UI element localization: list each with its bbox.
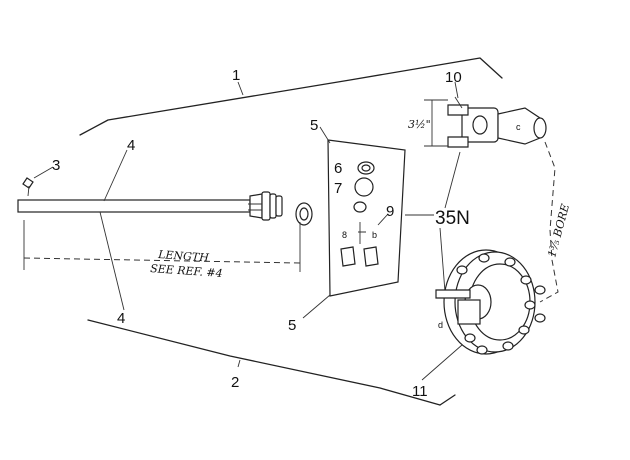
callout-9: 9 [386, 203, 394, 220]
callout-7: 7 [334, 180, 342, 197]
dim-height-label: 3½" [408, 118, 431, 131]
card-letter-b: b [372, 230, 377, 240]
set-screw-part-3 [22, 177, 34, 197]
group-line-2 [87, 319, 441, 406]
hardware-kit-card-part-5 [327, 139, 406, 297]
arrow-35n-up [444, 151, 461, 209]
callout-6: 6 [334, 160, 342, 177]
leader-1 [237, 81, 244, 96]
yoke-letter-c: c [516, 122, 521, 132]
leader-11 [421, 344, 463, 381]
callout-4-upper: 4 [127, 137, 135, 154]
callout-5-lower: 5 [288, 317, 296, 334]
leader-5a [319, 126, 331, 144]
leader-4a [103, 149, 128, 202]
callout-2: 2 [231, 374, 239, 391]
callout-4-lower: 4 [117, 310, 125, 327]
bore-annotation: 1⅗ BORE [545, 202, 572, 258]
group-line-1 [79, 57, 503, 136]
leader-10 [454, 81, 459, 99]
length-dimension-line [23, 257, 301, 264]
bore-connector [539, 141, 559, 303]
leader-4b [99, 211, 125, 311]
callout-1: 1 [232, 67, 240, 84]
length-annotation: LENGTH [157, 248, 210, 265]
universal-joint-part-10 [447, 96, 547, 148]
leader-2 [237, 359, 241, 368]
arrow-35n-down [439, 227, 446, 293]
callout-8: 8 [342, 230, 347, 240]
leader-9 [377, 213, 389, 226]
callout-3: 3 [52, 157, 60, 174]
callout-11: 11 [412, 383, 428, 400]
shaft-part-4 [17, 191, 283, 221]
group-line-2b [439, 394, 456, 406]
shaft-collar [295, 202, 313, 226]
flange-letter-d: d [438, 320, 443, 330]
callout-35n: 35N [435, 208, 470, 229]
flange-coupling-part-11 [435, 249, 546, 355]
see-ref-annotation: SEE REF. #4 [150, 262, 223, 280]
callout-5-upper: 5 [310, 117, 318, 134]
leader-5b [302, 294, 331, 319]
callout-10: 10 [445, 69, 462, 86]
leader-3 [33, 166, 54, 179]
